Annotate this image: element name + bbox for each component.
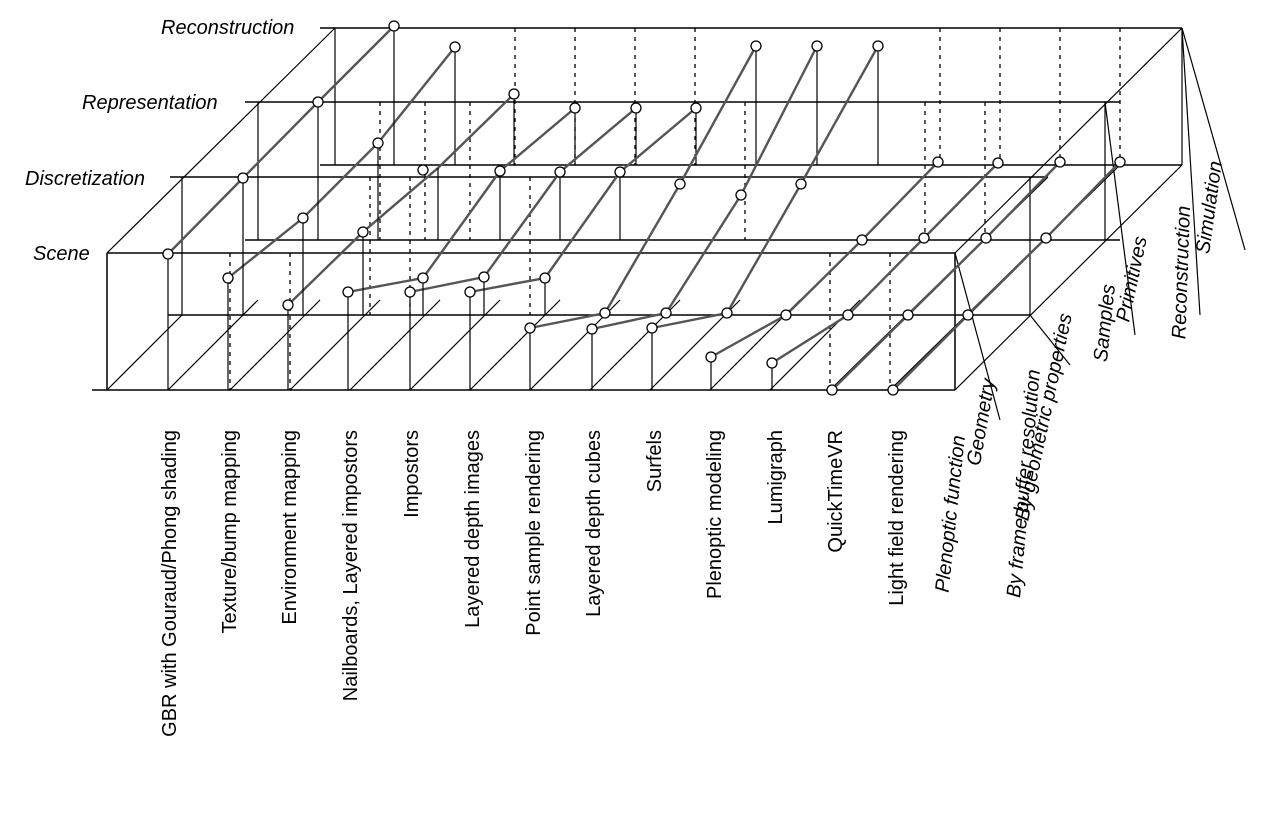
technique-label: Environment mapping [279, 430, 301, 625]
technique-label: QuickTimeVR [825, 430, 847, 553]
axis-label-primitives: Primitives [1112, 234, 1152, 323]
level-label-reconstruction: Reconstruction [161, 17, 294, 39]
technique-label: Lumigraph [765, 430, 787, 525]
technique-label: Surfels [644, 430, 666, 492]
dashed-lines [229, 28, 1121, 390]
technique-label: Layered depth cubes [583, 430, 605, 617]
cube-edges [181, 28, 1183, 315]
level-planes [170, 27, 1182, 241]
technique-label: Layered depth images [462, 430, 484, 628]
level-label-representation: Representation [82, 92, 218, 114]
technique-label: GBR with Gouraud/Phong shading [159, 430, 181, 737]
technique-label: Point sample rendering [523, 430, 545, 636]
level-label-scene: Scene [33, 243, 90, 265]
technique-label: Texture/bump mapping [219, 430, 241, 633]
depth-lines [106, 27, 1246, 421]
technique-label: Plenoptic modeling [704, 430, 726, 599]
axis-label-simulation: Simulation [1192, 160, 1227, 256]
axis-label-samples: Samples [1090, 283, 1120, 363]
axis-label-reconstruction: Reconstruction [1168, 205, 1195, 339]
technique-paths [167, 25, 1121, 391]
technique-label: Nailboards, Layered impostors [340, 430, 362, 701]
path-nodes [162, 20, 1126, 396]
level-label-discretization: Discretization [25, 168, 145, 190]
technique-label: Light field rendering [886, 430, 908, 606]
technique-label: Impostors [401, 430, 423, 518]
axis-label-geometry: Geometry [963, 376, 1000, 467]
